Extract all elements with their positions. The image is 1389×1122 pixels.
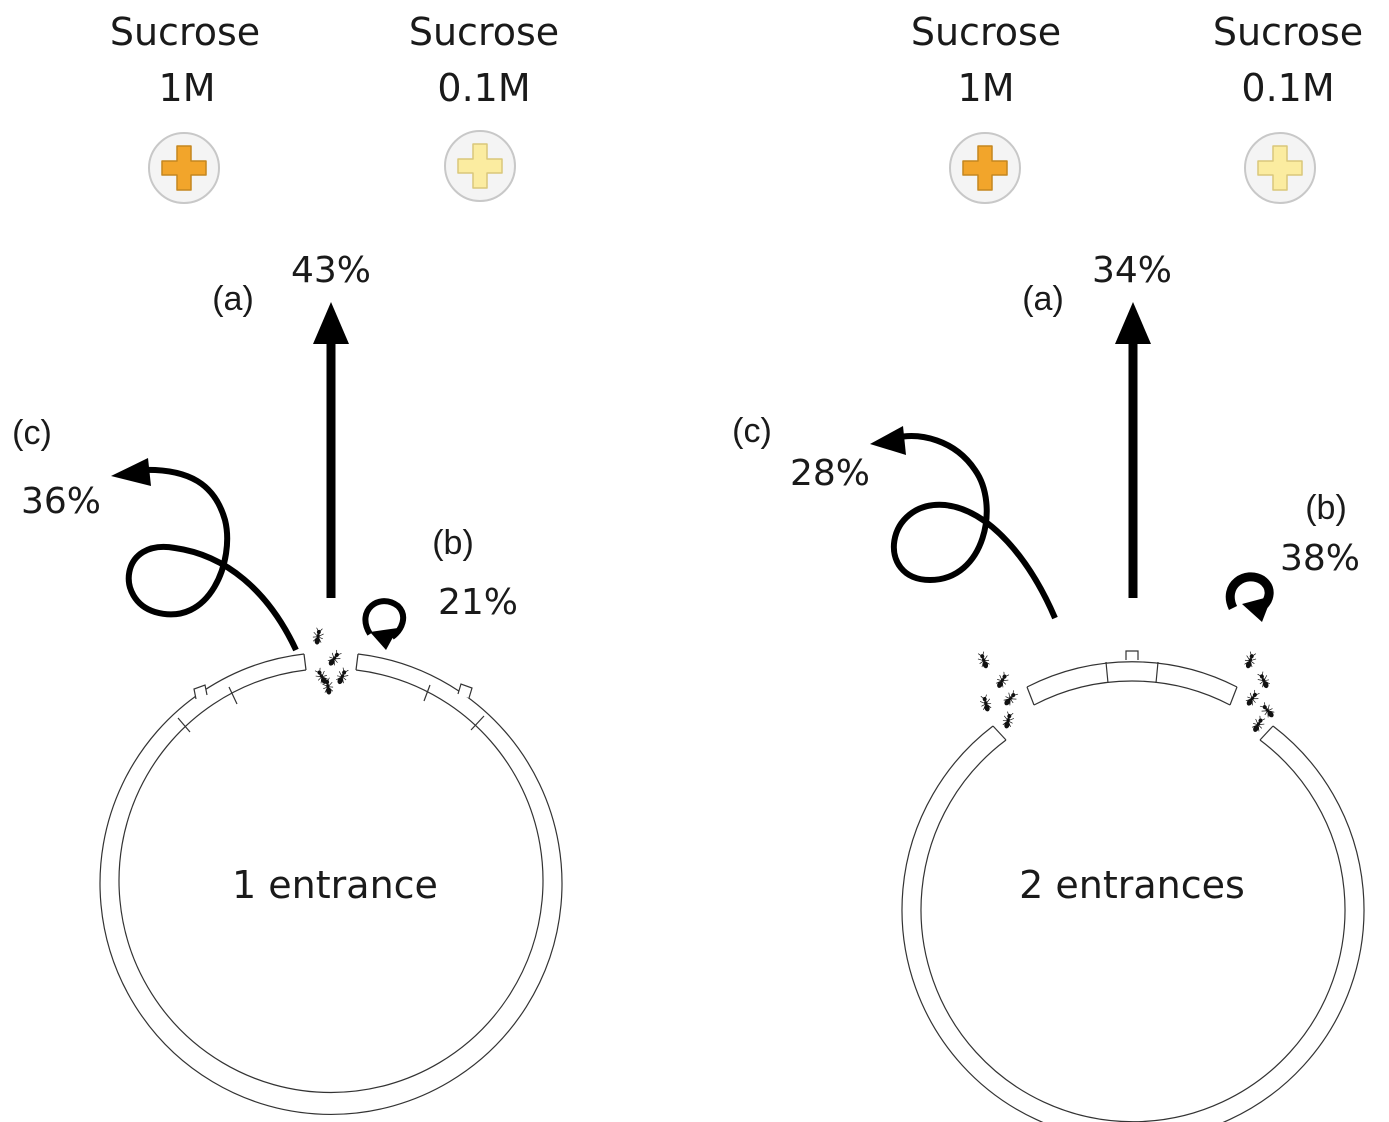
ants-cluster xyxy=(975,650,1020,730)
choice-b-arrow xyxy=(362,598,407,650)
choice-a-arrow xyxy=(313,302,349,598)
choice-a-label: (a) xyxy=(212,280,254,318)
feeder-icon xyxy=(1244,132,1316,204)
feeder-icon xyxy=(949,132,1021,204)
food-source-name: Sucrose xyxy=(409,10,559,54)
choice-c-label: (c) xyxy=(732,412,772,450)
choice-c-label: (c) xyxy=(12,414,52,452)
food-source-concentration: 0.1M xyxy=(437,66,530,110)
food-source-concentration: 1M xyxy=(159,66,216,110)
choice-a-percent: 43% xyxy=(291,250,371,291)
nest: 1 entrance xyxy=(99,653,563,1115)
choice-b-percent: 38% xyxy=(1280,538,1360,579)
ants-cluster xyxy=(311,627,351,696)
choice-b-label: (b) xyxy=(432,524,474,562)
food-source-concentration: 0.1M xyxy=(1241,66,1334,110)
choice-b-label: (b) xyxy=(1305,489,1347,527)
food-source-concentration: 1M xyxy=(958,66,1015,110)
choice-b-arrow xyxy=(1225,572,1274,622)
feeder-icon xyxy=(444,130,516,202)
food-source-name: Sucrose xyxy=(110,10,260,54)
choice-c-percent: 28% xyxy=(790,453,870,494)
choice-a-label: (a) xyxy=(1022,280,1064,318)
feeder-icon xyxy=(148,132,220,204)
food-source-low: Sucrose 0.1M xyxy=(409,10,559,202)
food-source-name: Sucrose xyxy=(911,10,1061,54)
food-source-low: Sucrose 0.1M xyxy=(1213,10,1363,204)
choice-a-arrow xyxy=(1115,302,1151,598)
food-source-high: Sucrose 1M xyxy=(911,10,1061,204)
choice-c-percent: 36% xyxy=(21,481,101,522)
food-source-high: Sucrose 1M xyxy=(110,10,260,204)
nest: 2 entrances xyxy=(901,650,1365,1122)
nest-label: 1 entrance xyxy=(232,863,438,907)
panel-right: Sucrose 1M Sucrose 0.1M (a) 34% xyxy=(732,10,1365,1122)
food-source-name: Sucrose xyxy=(1213,10,1363,54)
panel-left: Sucrose 1M Sucrose 0.1M (a) 43% xyxy=(12,10,563,1115)
nest-label: 2 entrances xyxy=(1019,863,1245,907)
choice-c-arrow xyxy=(111,458,299,652)
ants-cluster xyxy=(1242,650,1278,735)
choice-b-percent: 21% xyxy=(438,582,518,623)
choice-a-percent: 34% xyxy=(1092,250,1172,291)
choice-c-arrow xyxy=(870,426,1058,620)
